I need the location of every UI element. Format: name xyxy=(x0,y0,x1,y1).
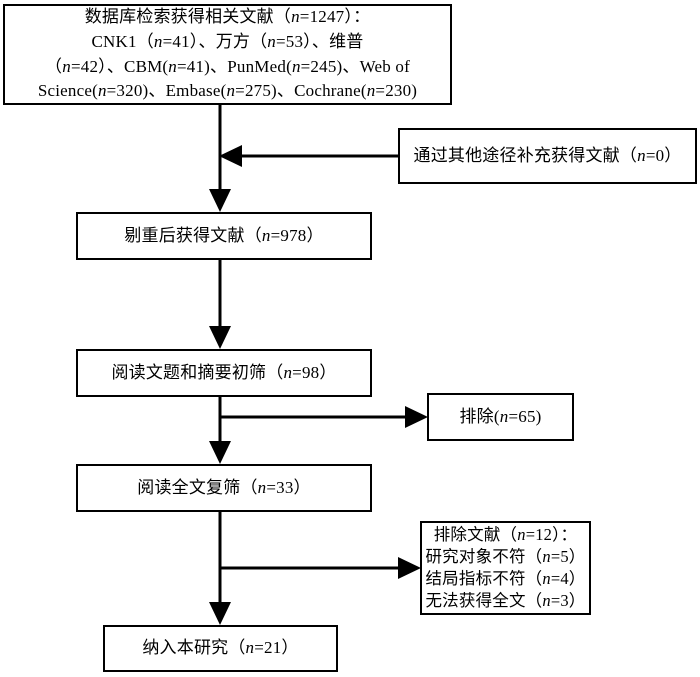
node-studies-included-label: 纳入本研究（n=21） xyxy=(142,638,299,658)
node-studies-included: 纳入本研究（n=21） xyxy=(103,625,338,672)
arrowhead-fulltext-to-included xyxy=(209,602,231,625)
arrowhead-search-to-dedup xyxy=(209,189,231,212)
node-excluded-screening: 排除(n=65) xyxy=(427,393,574,441)
arrowhead-screen-to-fulltext xyxy=(209,441,231,464)
arrowhead-screen-to-exclude1 xyxy=(405,406,428,428)
node-database-search: 数据库检索获得相关文献（n=1247）：CNK1（n=41）、万方（n=53）、… xyxy=(3,4,452,105)
arrowhead-supplement-to-trunk xyxy=(219,145,242,167)
arrowhead-dedup-to-screen xyxy=(209,326,231,349)
node-fulltext-screening-label: 阅读全文复筛（n=33） xyxy=(137,477,311,497)
node-after-deduplication: 剔重后获得文献（n=978） xyxy=(76,212,372,260)
node-title-abstract-screening-label: 阅读文题和摘要初筛（n=98） xyxy=(111,362,337,382)
node-excluded-screening-label: 排除(n=65) xyxy=(459,406,542,426)
node-title-abstract-screening: 阅读文题和摘要初筛（n=98） xyxy=(76,349,372,397)
arrowhead-fulltext-to-exclude2 xyxy=(398,557,421,579)
node-fulltext-screening: 阅读全文复筛（n=33） xyxy=(76,464,372,512)
node-excluded-fulltext: 排除文献（n=12）：研究对象不符（n=5）结局指标不符（n=4）无法获得全文（… xyxy=(420,521,591,615)
node-supplemental-records: 通过其他途径补充获得文献（n=0） xyxy=(398,128,697,184)
node-excluded-fulltext-label: 排除文献（n=12）：研究对象不符（n=5）结局指标不符（n=4）无法获得全文（… xyxy=(425,525,586,610)
node-after-deduplication-label: 剔重后获得文献（n=978） xyxy=(124,225,324,245)
node-supplemental-records-label: 通过其他途径补充获得文献（n=0） xyxy=(413,145,682,165)
node-database-search-label: 数据库检索获得相关文献（n=1247）：CNK1（n=41）、万方（n=53）、… xyxy=(37,7,418,101)
